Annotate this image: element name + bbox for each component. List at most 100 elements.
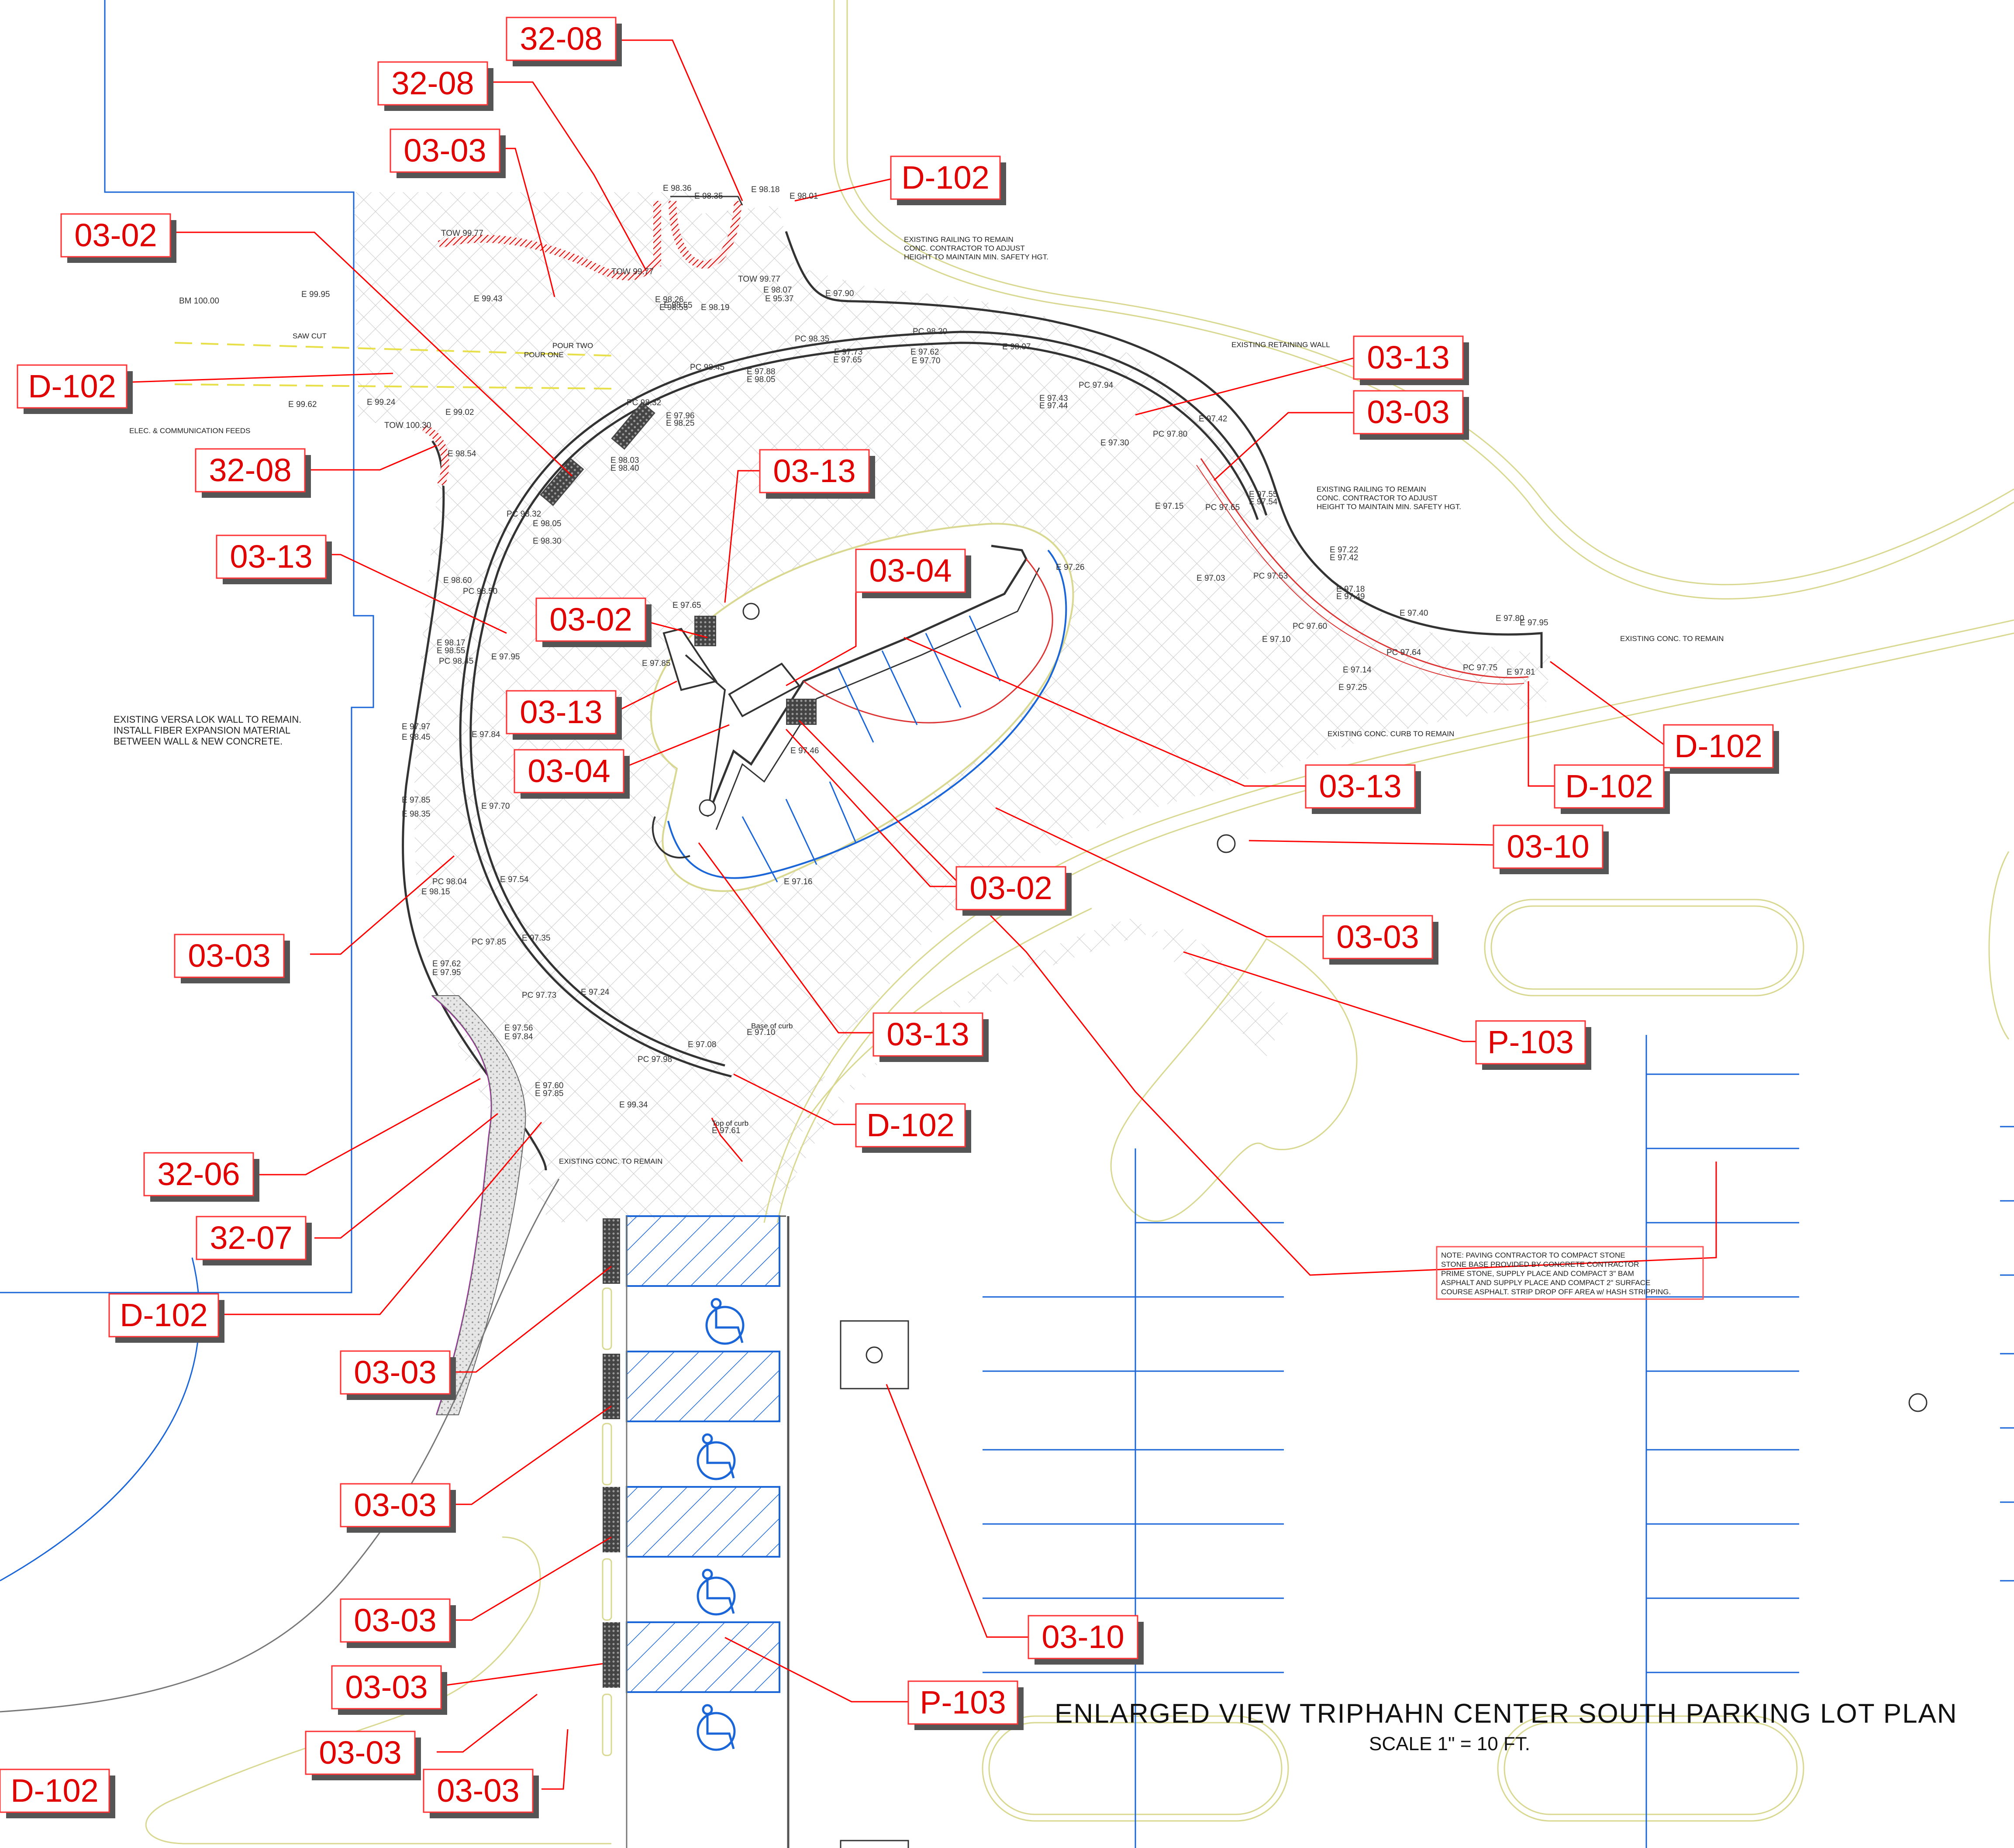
elevation-label: E 98.55 bbox=[659, 303, 688, 312]
detail-tag-label: 03-13 bbox=[1319, 768, 1401, 804]
detail-tag-label: 03-03 bbox=[354, 1487, 436, 1523]
detail-tag-box bbox=[174, 934, 285, 978]
detail-tag-label: 03-04 bbox=[869, 552, 952, 589]
detail-tag-box bbox=[1322, 915, 1433, 959]
detail-tag: 32-06 bbox=[143, 1152, 259, 1202]
detail-tag: 32-07 bbox=[196, 1216, 312, 1265]
detail-tag-box bbox=[0, 1769, 110, 1813]
detail-tag-label: D-102 bbox=[10, 1772, 99, 1809]
detail-tag-box bbox=[196, 1216, 307, 1260]
detail-tag: 03-13 bbox=[1353, 335, 1469, 385]
accessibility-icon bbox=[697, 1704, 736, 1751]
elevation-label: E 99.95 bbox=[301, 290, 330, 299]
detail-tag-label: 03-02 bbox=[549, 601, 632, 638]
elevation-label: E 97.84 bbox=[504, 1032, 533, 1041]
elevation-label: E 99.24 bbox=[367, 398, 396, 407]
elevation-label: E 98.05 bbox=[533, 519, 562, 528]
elevation-label: PC 97.75 bbox=[1463, 663, 1497, 672]
note-versa-lok: INSTALL FIBER EXPANSION MATERIAL bbox=[114, 725, 290, 736]
detail-tag: 03-03 bbox=[331, 1665, 447, 1715]
detail-tag-label: 03-03 bbox=[1367, 394, 1449, 430]
elevation-label: PC 98.45 bbox=[439, 657, 473, 666]
detail-tags: 32-0832-0803-03D-10203-02D-10232-0803-13… bbox=[0, 17, 1779, 1818]
elevation-label: E 97.08 bbox=[688, 1040, 717, 1049]
elevation-label: TOW 99.77 bbox=[441, 229, 483, 238]
detail-tag-label: P-103 bbox=[920, 1684, 1006, 1720]
detail-tag-label: 03-03 bbox=[188, 938, 270, 974]
elevation-label: E 98.18 bbox=[751, 185, 780, 194]
svg-text:ASPHALT AND SUPPLY PLACE AND C: ASPHALT AND SUPPLY PLACE AND COMPACT 2" … bbox=[1441, 1279, 1650, 1287]
detail-tag-label: D-102 bbox=[120, 1297, 208, 1333]
planter-island bbox=[650, 523, 1074, 892]
elevation-label: PC 98.32 bbox=[507, 510, 541, 519]
annotations: EXISTING RAILING TO REMAIN CONC. CONTRAC… bbox=[114, 235, 1724, 1300]
note-existing-railing: HEIGHT TO MAINTAIN MIN. SAFETY HGT. bbox=[904, 253, 1048, 261]
elevation-label: E 97.84 bbox=[472, 730, 500, 739]
detail-tag-label: D-102 bbox=[28, 368, 116, 404]
detail-tag: 03-13 bbox=[873, 1012, 989, 1062]
detail-tag-box bbox=[1353, 335, 1464, 380]
svg-text:STONE BASE PROVIDED BY CONCRET: STONE BASE PROVIDED BY CONCRETE CONTRACT… bbox=[1441, 1260, 1639, 1269]
detail-tag-box bbox=[423, 1769, 534, 1813]
detail-tag-label: D-102 bbox=[1674, 728, 1762, 764]
elevation-label: E 97.96 bbox=[666, 411, 695, 421]
elevation-label: PC 97.65 bbox=[1205, 503, 1240, 512]
detail-tag: 03-02 bbox=[535, 597, 652, 647]
detail-tag-box bbox=[890, 155, 1001, 200]
elevation-label: E 97.70 bbox=[481, 802, 510, 811]
detail-tag-label: 03-03 bbox=[403, 132, 486, 169]
accessibility-icon bbox=[705, 1298, 745, 1345]
elevation-label: E 98.60 bbox=[443, 576, 472, 585]
detail-tag: 32-08 bbox=[377, 61, 493, 111]
elevation-label: E 98.55 bbox=[664, 301, 693, 310]
elevation-label: E 97.54 bbox=[1249, 497, 1278, 507]
elevation-label: PC 98.20 bbox=[913, 327, 947, 336]
elevation-label: E 98.15 bbox=[421, 887, 450, 896]
elevation-label: PC 97.73 bbox=[522, 991, 556, 1000]
detail-tag-box bbox=[1028, 1615, 1138, 1659]
detail-tag: 03-03 bbox=[423, 1769, 539, 1818]
detail-tag: 03-03 bbox=[340, 1350, 456, 1400]
note-existing-railing: HEIGHT TO MAINTAIN MIN. SAFETY HGT. bbox=[1317, 503, 1461, 511]
elevation-label: BM 100.00 bbox=[179, 297, 219, 306]
elevation-label: E 99.02 bbox=[445, 408, 474, 417]
elevation-label: TOW 100.30 bbox=[384, 421, 431, 430]
accessible-stalls bbox=[602, 1215, 790, 1848]
detail-tag-label: D-102 bbox=[1565, 768, 1653, 804]
note-base-of-curb: Base of curb bbox=[751, 1022, 793, 1030]
detail-tag-label: 03-03 bbox=[319, 1734, 401, 1771]
elevation-label: PC 97.80 bbox=[1153, 430, 1187, 439]
elevation-label: E 97.14 bbox=[1343, 665, 1372, 675]
elevation-label: E 98.45 bbox=[402, 733, 431, 742]
detail-tag: 03-03 bbox=[390, 128, 506, 178]
detail-tag-label: 03-10 bbox=[1041, 1619, 1124, 1655]
detail-tag-box bbox=[535, 597, 646, 642]
detail-tag-box bbox=[955, 866, 1066, 910]
elevation-label: E 97.56 bbox=[504, 1024, 533, 1033]
detail-tag: 03-03 bbox=[1353, 390, 1469, 440]
note-existing-railing: EXISTING RAILING TO REMAIN bbox=[1317, 485, 1426, 493]
elevation-label: E 98.26 bbox=[655, 295, 684, 304]
note-elec-feeds: ELEC. & COMMUNICATION FEEDS bbox=[129, 427, 250, 435]
detail-tag-label: 03-03 bbox=[437, 1772, 519, 1809]
detail-tag-label: 03-03 bbox=[354, 1602, 436, 1638]
svg-text:PRIME STONE, SUPPLY PLACE AND: PRIME STONE, SUPPLY PLACE AND COMPACT 3"… bbox=[1441, 1269, 1634, 1278]
elevation-label: PC 97.53 bbox=[1253, 572, 1288, 581]
elevation-label: E 98.30 bbox=[533, 537, 562, 546]
elevation-label: E 97.95 bbox=[491, 652, 520, 662]
detail-tag-label: 32-08 bbox=[520, 21, 602, 57]
elevation-label: E 97.35 bbox=[522, 934, 551, 943]
detail-tag-box bbox=[216, 534, 327, 579]
detail-tag: 03-03 bbox=[174, 934, 290, 983]
detail-tag: P-103 bbox=[907, 1680, 1024, 1730]
elevation-label: E 97.30 bbox=[1100, 438, 1129, 448]
elevation-label: E 97.55 bbox=[1249, 490, 1278, 499]
elevation-label: E 98.05 bbox=[747, 375, 776, 384]
elevation-label: E 98.54 bbox=[448, 449, 476, 459]
note-existing-railing: EXISTING RAILING TO REMAIN bbox=[904, 235, 1014, 244]
elevation-label: E 97.26 bbox=[1056, 563, 1085, 572]
detail-tag-label: 32-08 bbox=[391, 65, 474, 101]
note-versa-lok: EXISTING VERSA LOK WALL TO REMAIN. bbox=[114, 714, 301, 725]
detail-tag: 03-03 bbox=[305, 1731, 421, 1780]
